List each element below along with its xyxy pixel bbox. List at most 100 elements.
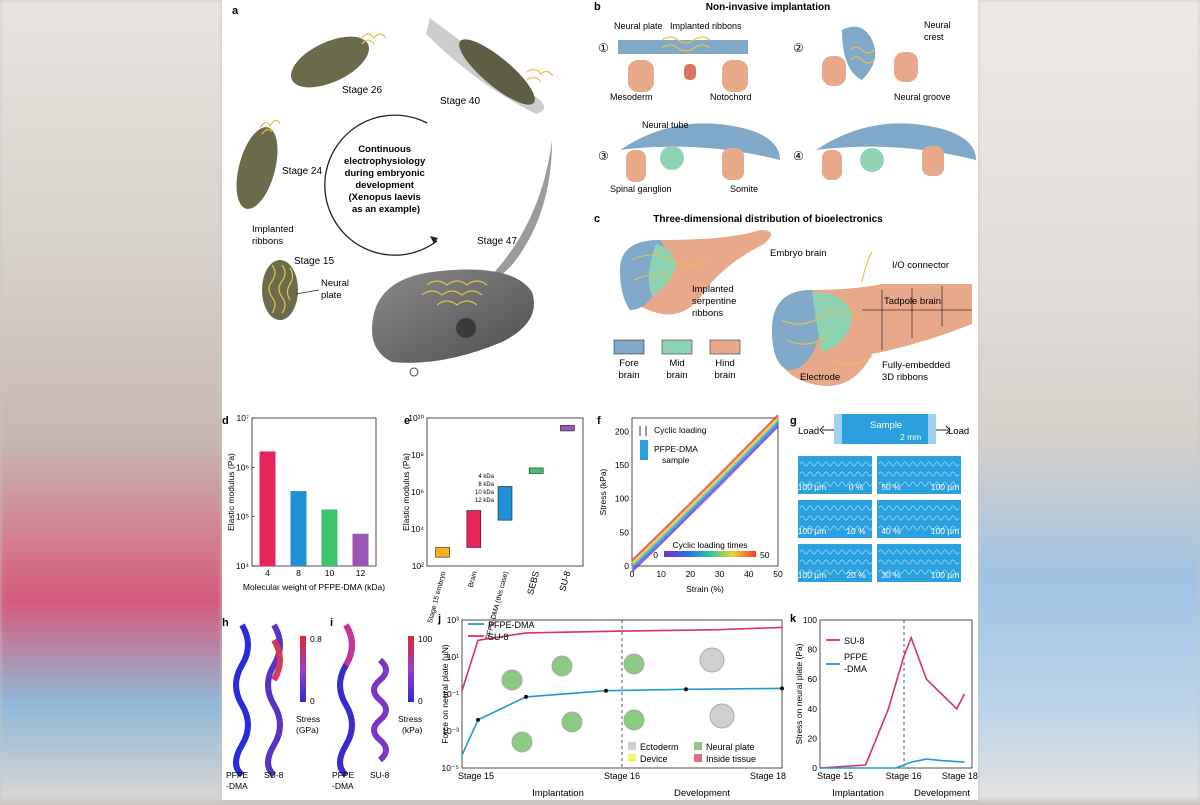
j-legend-pfpe: PFPE-DMA bbox=[488, 620, 535, 630]
k-series-PFPE-DMA bbox=[820, 758, 965, 769]
f-xtick-0: 0 bbox=[630, 569, 635, 579]
step-3-marker: ③ bbox=[598, 149, 609, 163]
ribbon-stage-40 bbox=[526, 68, 554, 83]
j-key-neural: Neural plate bbox=[706, 742, 755, 752]
ribbon-stage-24 bbox=[259, 119, 281, 135]
j-phase-development: Development bbox=[674, 788, 730, 799]
neural-plate-sheet bbox=[618, 40, 748, 54]
d-ytick-0: 10⁴ bbox=[236, 561, 249, 571]
d-bar-10 bbox=[321, 509, 338, 566]
g-clamp-right bbox=[928, 414, 936, 444]
e-box-3 bbox=[528, 467, 544, 474]
label-stage-24: Stage 24 bbox=[282, 166, 322, 177]
k-legend-pfpe: PFPE-DMA bbox=[844, 652, 868, 674]
e-kda-12: 12 kDa bbox=[475, 498, 495, 504]
d-xtick-12: 12 bbox=[356, 568, 366, 578]
g-tile-label-a-5: 30 % bbox=[881, 570, 901, 580]
d-plot-frame bbox=[251, 417, 377, 567]
j-marker-5 bbox=[780, 686, 784, 691]
ribbon-step-2 bbox=[849, 46, 875, 64]
mesoderm-left bbox=[628, 60, 654, 92]
f-xtick-40: 40 bbox=[744, 569, 754, 579]
g-tile-label-b-5: 100 µm bbox=[931, 570, 960, 580]
f-cbar-title: Cyclic loading times bbox=[672, 540, 747, 550]
j-marker-1 bbox=[476, 717, 480, 722]
k-series-SU-8 bbox=[819, 635, 966, 769]
f-ytick-100: 100 bbox=[615, 494, 629, 504]
panel-letter-a: a bbox=[232, 5, 239, 17]
k-plot-frame bbox=[819, 619, 973, 769]
panel-i: i 100 0 Stress(kPa) PFPE-DMA SU-8 bbox=[330, 617, 432, 791]
f-xtick-20: 20 bbox=[686, 569, 696, 579]
blurred-background-left bbox=[0, 0, 222, 800]
k-ytick-100: 100 bbox=[803, 615, 817, 625]
step-1-marker: ① bbox=[598, 41, 609, 55]
f-load-arrows bbox=[639, 426, 647, 436]
f-ylabel: Stress (kPa) bbox=[598, 468, 608, 515]
panel-letter-e: e bbox=[404, 415, 410, 427]
ribbon-stage-26 bbox=[361, 33, 387, 45]
k-ytick-0: 0 bbox=[812, 763, 817, 773]
j-key-inside-swatch bbox=[694, 754, 702, 762]
label-neural-crest: Neural crest bbox=[924, 20, 953, 42]
j-key-device-swatch bbox=[628, 754, 636, 762]
j-ytick-2: 10⁻³ bbox=[442, 726, 459, 736]
g-tile-serpentine-2 bbox=[799, 505, 873, 531]
somite-left bbox=[626, 150, 646, 182]
d-ytick-3: 10⁷ bbox=[236, 413, 249, 423]
d-xlabel: Molecular weight of PFPE-DMA (kDa) bbox=[243, 582, 385, 592]
ribbon-stage-47 bbox=[421, 280, 488, 306]
panel-h: h 0.8 0 Stress(GPa) PFPE-DMA SU-8 bbox=[222, 617, 322, 791]
f-xtick-30: 30 bbox=[715, 569, 725, 579]
label-stage-15: Stage 15 bbox=[294, 256, 334, 267]
f-xtick-10: 10 bbox=[656, 569, 666, 579]
panel-c: c Three-dimensional distribution of bioe… bbox=[594, 213, 972, 386]
i-cbar-max: 100 bbox=[418, 634, 432, 644]
label-somite: Somite bbox=[730, 184, 758, 194]
mesoderm-step-2-left bbox=[822, 56, 846, 86]
panel-letter-h: h bbox=[222, 617, 229, 629]
f-cbar-max: 50 bbox=[760, 550, 770, 560]
e-ytick-2: 10⁶ bbox=[411, 487, 424, 497]
tadpole-ribbons bbox=[781, 311, 873, 365]
j-ytick-0: 10¹ bbox=[447, 652, 459, 662]
g-tile-label-a-1: 50 % bbox=[881, 482, 901, 492]
g-tile-serpentine-4 bbox=[799, 549, 873, 575]
e-ylabel: Elastic modulus (Pa) bbox=[401, 453, 411, 531]
f-lines bbox=[631, 414, 779, 573]
e-ytick-0: 10² bbox=[412, 561, 424, 571]
label-implanted-ribbons-b: Implanted ribbons bbox=[670, 21, 742, 31]
panel-b: b Non-invasive implantation ① Neural pla… bbox=[594, 1, 976, 194]
mesoderm-step-2-right bbox=[894, 52, 918, 82]
j-embryo-1 bbox=[501, 669, 523, 691]
g-load-arrow-right bbox=[936, 425, 951, 435]
tadpole-tail bbox=[472, 140, 552, 295]
f-ytick-50: 50 bbox=[620, 527, 630, 537]
g-tile-label-a-2: 100 µm bbox=[798, 526, 827, 536]
g-tile-serpentine-3 bbox=[878, 505, 960, 531]
panel-letter-j: j bbox=[437, 613, 441, 625]
k-phase-implantation: Implantation bbox=[832, 788, 884, 799]
label-neural-plate: Neural plate bbox=[321, 278, 352, 301]
g-tile-serpentine-1 bbox=[878, 461, 960, 487]
embryo-mid-brain bbox=[648, 244, 676, 296]
tadpole-brain-grid bbox=[862, 286, 972, 350]
f-cbar-min: 0 bbox=[653, 550, 658, 560]
label-stage-47: Stage 47 bbox=[477, 236, 517, 247]
j-marker-3 bbox=[604, 688, 608, 693]
panel-letter-d: d bbox=[222, 415, 229, 427]
e-xtick-3: SEBS bbox=[525, 570, 541, 596]
f-ytick-150: 150 bbox=[615, 460, 629, 470]
legend-fore-swatch bbox=[613, 339, 645, 355]
